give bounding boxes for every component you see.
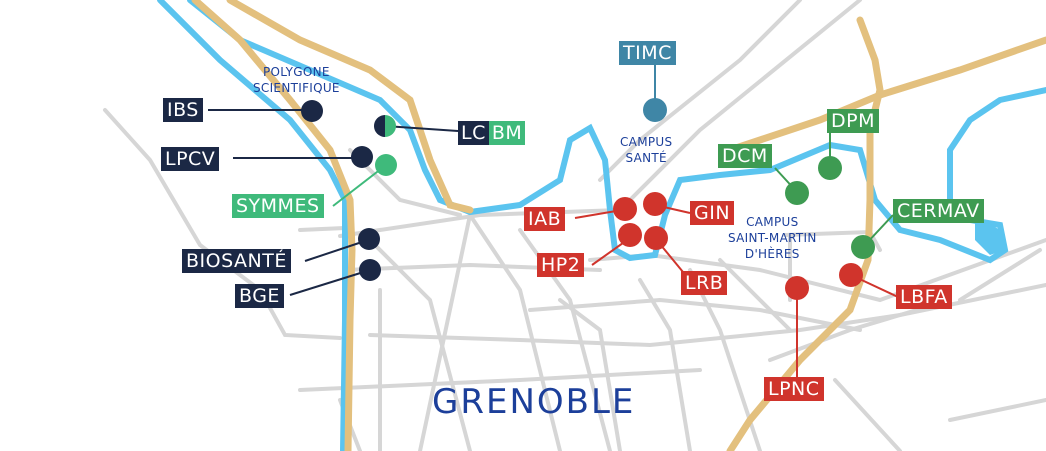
ibs-marker[interactable] — [301, 100, 323, 122]
lab-label-timc[interactable]: TIMC — [619, 41, 676, 65]
lpcv-marker[interactable] — [351, 146, 373, 168]
lab-label-lrb[interactable]: LRB — [681, 271, 728, 295]
highway — [191, 0, 1046, 451]
lab-label-lcbm[interactable]: LC BM — [458, 121, 526, 145]
bge-marker[interactable] — [359, 259, 381, 281]
lcbm-part-2: BM — [488, 121, 526, 145]
road-network — [103, 0, 1046, 451]
hp2-marker[interactable] — [618, 223, 642, 247]
lab-label-dcm[interactable]: DCM — [718, 144, 772, 168]
area-line: SANTÉ — [625, 151, 667, 165]
lab-label-gin[interactable]: GIN — [690, 201, 735, 225]
lab-label-dpm[interactable]: DPM — [827, 109, 879, 133]
lrb-marker[interactable] — [644, 226, 668, 250]
lab-label-hp2[interactable]: HP2 — [537, 253, 585, 277]
area-line: POLYGONE — [263, 65, 330, 79]
gin-marker[interactable] — [643, 192, 667, 216]
area-polygone-scientifique: POLYGONE SCIENTIFIQUE — [253, 64, 340, 96]
area-campus-smh: CAMPUS SAINT-MARTIN D'HÈRES — [728, 214, 817, 262]
biosante-marker[interactable] — [358, 228, 380, 250]
lab-label-symmes[interactable]: SYMMES — [232, 194, 324, 218]
lcbm-marker[interactable] — [374, 115, 396, 137]
area-line: CAMPUS — [620, 135, 673, 149]
area-campus-sante: CAMPUS SANTÉ — [620, 134, 672, 166]
lab-label-lpcv[interactable]: LPCV — [161, 147, 220, 171]
lab-label-cermav[interactable]: CERMAV — [893, 199, 984, 223]
lab-label-bge[interactable]: BGE — [235, 284, 284, 308]
lab-label-biosante[interactable]: BIOSANTÉ — [182, 249, 291, 273]
symmes-marker[interactable] — [375, 154, 397, 176]
lab-label-ibs[interactable]: IBS — [163, 98, 203, 122]
cermav-marker[interactable] — [851, 235, 875, 259]
area-line: SAINT-MARTIN — [728, 231, 817, 245]
lcbm-part-1: LC — [458, 121, 489, 145]
lab-label-lbfa[interactable]: LBFA — [896, 285, 952, 309]
timc-marker[interactable] — [643, 98, 667, 122]
lake — [975, 215, 1005, 255]
iab-marker[interactable] — [613, 197, 637, 221]
city-name: GRENOBLE — [432, 382, 636, 422]
area-line: D'HÈRES — [744, 247, 800, 261]
lab-label-iab[interactable]: IAB — [524, 207, 566, 231]
lpnc-marker[interactable] — [785, 276, 809, 300]
area-line: CAMPUS — [746, 215, 799, 229]
leader-lines — [208, 65, 899, 378]
area-line: SCIENTIFIQUE — [253, 81, 340, 95]
river — [157, 0, 1046, 451]
lab-label-lpnc[interactable]: LPNC — [764, 377, 824, 401]
dcm-marker[interactable] — [785, 181, 809, 205]
dpm-marker[interactable] — [818, 156, 842, 180]
lbfa-marker[interactable] — [839, 263, 863, 287]
